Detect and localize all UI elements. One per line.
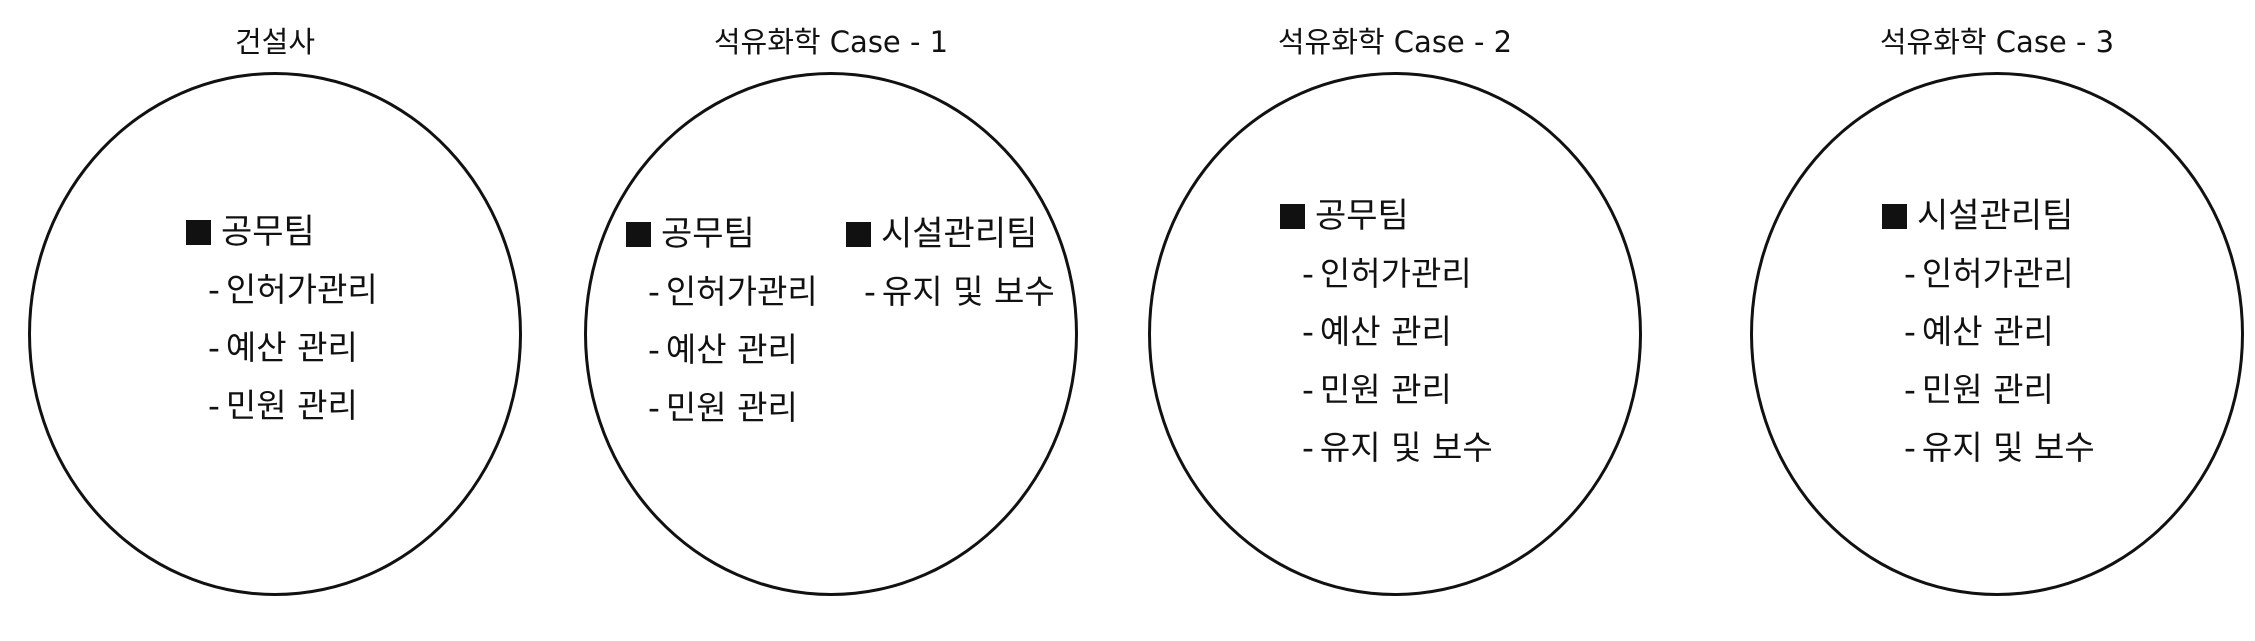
dash-marker: - — [648, 330, 660, 369]
panel-case-2: 석유화학 Case - 2 공무팀 -인허가관리 -예산 관리 -민원 관리 -… — [1148, 0, 1642, 641]
dash-marker: - — [1302, 370, 1314, 409]
team-name: 시설관리팀 — [1917, 196, 2074, 236]
duty-label: 인허가관리 — [665, 272, 818, 311]
team-name: 공무팀 — [1315, 196, 1409, 236]
dash-marker: - — [208, 386, 220, 425]
dash-marker: - — [1904, 312, 1916, 351]
org-circle — [1750, 72, 2244, 596]
duty-label: 인허가관리 — [1921, 254, 2074, 293]
duty-item: -민원 관리 — [186, 386, 378, 426]
duty-label: 예산 관리 — [1319, 312, 1452, 351]
duty-item: -유지 및 보수 — [1882, 428, 2095, 468]
duty-label: 민원 관리 — [225, 386, 358, 425]
duty-label: 유지 및 보수 — [881, 272, 1055, 311]
dash-marker: - — [1904, 428, 1916, 467]
duty-item: -민원 관리 — [626, 388, 818, 428]
duty-label: 예산 관리 — [665, 330, 798, 369]
square-bullet-icon — [1280, 203, 1305, 229]
duty-label: 민원 관리 — [665, 388, 798, 427]
panel-case-1: 석유화학 Case - 1 공무팀 -인허가관리 -예산 관리 -민원 관리 시… — [584, 0, 1078, 641]
duty-item: -예산 관리 — [626, 330, 818, 370]
square-bullet-icon — [626, 221, 651, 247]
duty-label: 민원 관리 — [1921, 370, 2054, 409]
square-bullet-icon — [186, 219, 211, 245]
panel-title: 석유화학 Case - 2 — [1277, 25, 1513, 59]
team-title: 시설관리팀 — [846, 214, 1055, 254]
org-circle — [1148, 72, 1642, 596]
duty-label: 유지 및 보수 — [1319, 428, 1493, 467]
duty-item: -인허가관리 — [626, 272, 818, 312]
dash-marker: - — [864, 272, 876, 311]
panel-title: 석유화학 Case - 1 — [713, 25, 949, 59]
team-block: 공무팀 -인허가관리 -예산 관리 -민원 관리 -유지 및 보수 — [1280, 196, 1493, 468]
dash-marker: - — [1302, 254, 1314, 293]
dash-marker: - — [648, 272, 660, 311]
duty-item: -인허가관리 — [186, 270, 378, 310]
duty-item: -유지 및 보수 — [1280, 428, 1493, 468]
team-block: 시설관리팀 -유지 및 보수 — [846, 214, 1055, 312]
duty-label: 예산 관리 — [225, 328, 358, 367]
panel-case-3: 석유화학 Case - 3 시설관리팀 -인허가관리 -예산 관리 -민원 관리… — [1750, 0, 2244, 641]
dash-marker: - — [208, 328, 220, 367]
duty-label: 유지 및 보수 — [1921, 428, 2095, 467]
team-name: 시설관리팀 — [881, 214, 1038, 254]
dash-marker: - — [1904, 254, 1916, 293]
team-title: 시설관리팀 — [1882, 196, 2095, 236]
team-name: 공무팀 — [221, 212, 315, 252]
team-name: 공무팀 — [661, 214, 755, 254]
duty-item: -인허가관리 — [1882, 254, 2095, 294]
team-title: 공무팀 — [626, 214, 818, 254]
org-circle — [584, 72, 1078, 596]
panel-construction: 건설사 공무팀 -인허가관리 -예산 관리 -민원 관리 — [28, 0, 522, 641]
duty-item: -예산 관리 — [1280, 312, 1493, 352]
team-block: 공무팀 -인허가관리 -예산 관리 -민원 관리 — [186, 212, 378, 426]
dash-marker: - — [1904, 370, 1916, 409]
team-block: 시설관리팀 -인허가관리 -예산 관리 -민원 관리 -유지 및 보수 — [1882, 196, 2095, 468]
org-circle — [28, 72, 522, 596]
team-block: 공무팀 -인허가관리 -예산 관리 -민원 관리 — [626, 214, 818, 428]
team-title: 공무팀 — [186, 212, 378, 252]
duty-item: -유지 및 보수 — [846, 272, 1055, 312]
duty-item: -인허가관리 — [1280, 254, 1493, 294]
panel-title: 건설사 — [234, 25, 316, 59]
panel-title: 석유화학 Case - 3 — [1879, 25, 2115, 59]
square-bullet-icon — [1882, 203, 1907, 229]
duty-item: -민원 관리 — [1280, 370, 1493, 410]
square-bullet-icon — [846, 221, 871, 247]
dash-marker: - — [208, 270, 220, 309]
dash-marker: - — [1302, 312, 1314, 351]
duty-label: 인허가관리 — [1319, 254, 1472, 293]
duty-item: -예산 관리 — [186, 328, 378, 368]
dash-marker: - — [1302, 428, 1314, 467]
duty-item: -예산 관리 — [1882, 312, 2095, 352]
dash-marker: - — [648, 388, 660, 427]
duty-label: 인허가관리 — [225, 270, 378, 309]
duty-label: 예산 관리 — [1921, 312, 2054, 351]
duty-label: 민원 관리 — [1319, 370, 1452, 409]
team-title: 공무팀 — [1280, 196, 1493, 236]
duty-item: -민원 관리 — [1882, 370, 2095, 410]
